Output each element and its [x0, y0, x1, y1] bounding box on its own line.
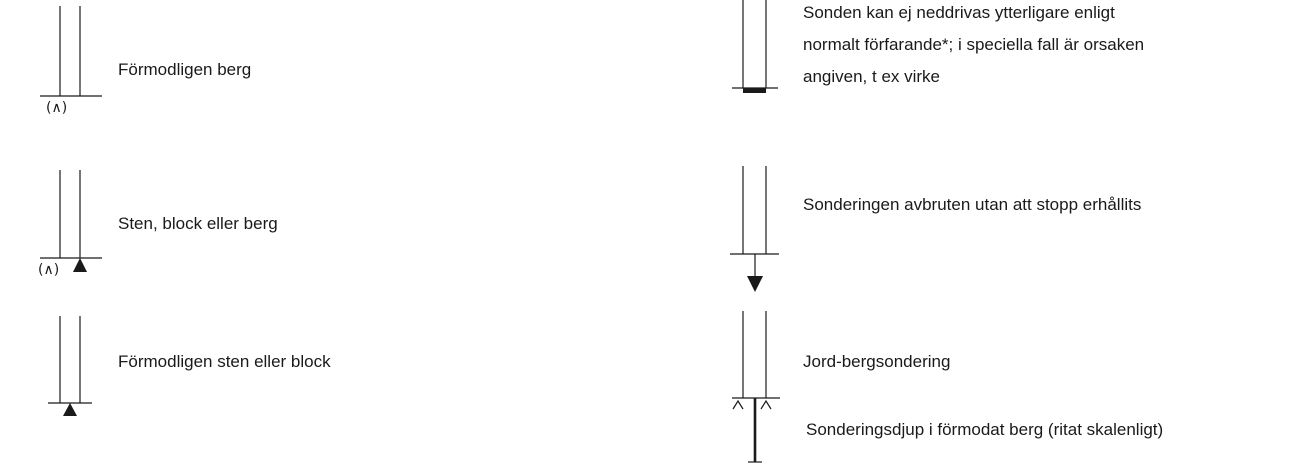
label-probe-cannot-advance-line-1: Sonden kan ej neddrivas ytterligare enli… — [803, 3, 1115, 22]
symbol-probable-stone-or-block — [48, 316, 92, 416]
label-sounding-depth-in-rock: Sonderingsdjup i förmodat berg (ritat sk… — [806, 420, 1163, 439]
rock-mark-icon — [760, 399, 772, 410]
label-probable-rock: Förmodligen berg — [118, 60, 251, 79]
symbol-probable-rock: (∧) — [40, 6, 102, 116]
label-probe-cannot-advance-line-3: angiven, t ex virke — [803, 67, 940, 86]
label-soil-rock-sounding: Jord-bergsondering — [803, 352, 950, 371]
filled-triangle-icon — [73, 258, 87, 272]
down-arrow-icon — [747, 276, 763, 292]
thick-bar-stop-icon — [743, 88, 766, 93]
label-stone-block-or-rock: Sten, block eller berg — [118, 214, 278, 233]
symbol-stone-block-or-rock: (∧) — [38, 170, 102, 278]
rock-mark-parenthesized: (∧) — [38, 262, 59, 278]
symbol-sounding-interrupted — [730, 166, 779, 292]
label-probe-cannot-advance-line-2: normalt förfarande*; i speciella fall är… — [803, 35, 1144, 54]
filled-triangle-icon — [63, 403, 77, 416]
label-sounding-interrupted: Sonderingen avbruten utan att stopp erhå… — [803, 195, 1141, 214]
symbol-soil-rock-sounding — [732, 311, 780, 463]
rock-mark-icon — [732, 399, 744, 410]
label-probable-stone-or-block: Förmodligen sten eller block — [118, 352, 331, 371]
rock-mark-parenthesized: (∧) — [46, 100, 67, 116]
symbol-probe-cannot-advance — [732, 0, 778, 93]
